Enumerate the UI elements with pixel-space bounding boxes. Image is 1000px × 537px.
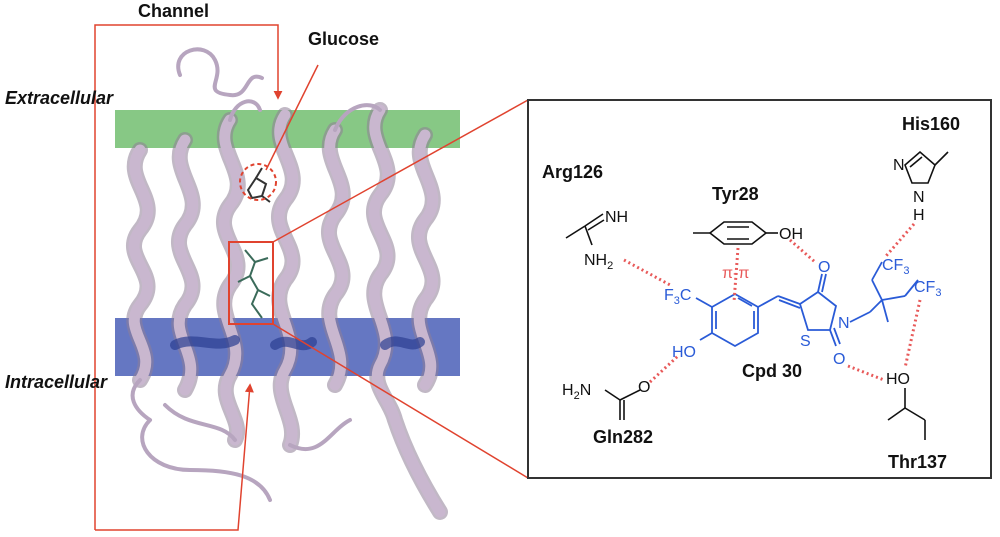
- gln-o: O: [638, 379, 650, 396]
- arg126-structure: [565, 213, 605, 246]
- channel-bracket-bottom: [95, 383, 254, 531]
- cpd-cf3-b: CF3: [914, 279, 941, 299]
- callout-line-bottom: [272, 323, 529, 479]
- gln-h2n: H2N: [562, 382, 591, 402]
- channel-bracket: [94, 24, 283, 530]
- intracellular-label: Intracellular: [5, 372, 108, 392]
- cpd-o-top: O: [818, 259, 830, 276]
- cpd-n: N: [838, 315, 850, 332]
- channel-label: Channel: [138, 1, 209, 21]
- residue-his160: His160: [902, 114, 960, 134]
- hydrogen-bonds: [623, 223, 922, 384]
- glucose-label: Glucose: [308, 29, 379, 49]
- glucose-pointer: [265, 64, 319, 171]
- residue-arg126: Arg126: [542, 162, 603, 182]
- cpd-s: S: [800, 333, 811, 350]
- gln282-structure: [604, 389, 641, 420]
- thr-ho: HO: [886, 371, 910, 388]
- residue-thr137: Thr137: [888, 452, 947, 472]
- residue-gln282: Gln282: [593, 427, 653, 447]
- cpd-ho: HO: [672, 344, 696, 361]
- pi-pi-line: [732, 247, 740, 303]
- pi-pi-label: π-π: [722, 265, 749, 282]
- bound-compound-stick: [237, 249, 271, 319]
- tyr28-structure: [693, 221, 778, 245]
- binding-site-box: [228, 241, 274, 325]
- protein-structure: [126, 47, 448, 520]
- his-nh-n: N: [913, 189, 925, 206]
- cpd-cf3-a: CF3: [882, 257, 909, 277]
- compound-label: Cpd 30: [742, 361, 802, 381]
- his-n: N: [893, 157, 905, 174]
- tyr-oh: OH: [779, 226, 803, 243]
- his160-structure: [904, 150, 949, 184]
- glucose-highlight: [239, 163, 277, 201]
- glucose-molecule: [246, 167, 271, 203]
- arg-nh: NH: [605, 209, 628, 226]
- arg-nh2: NH2: [584, 252, 613, 272]
- extracellular-label: Extracellular: [5, 88, 114, 108]
- cpd-o-bottom: O: [833, 351, 845, 368]
- residue-tyr28: Tyr28: [712, 184, 759, 204]
- cpd-f3c: F3C: [664, 287, 691, 307]
- his-nh-h: H: [913, 207, 925, 224]
- thr137-structure: [887, 388, 926, 440]
- callout-line-top: [272, 99, 529, 243]
- cpd30-structure: [695, 261, 919, 348]
